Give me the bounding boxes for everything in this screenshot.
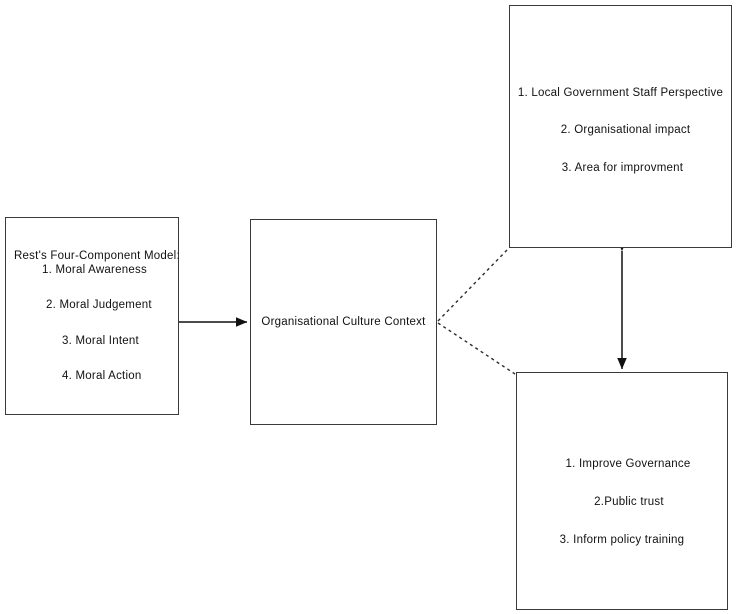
- node-rest-text: Rest's Four-Component Model: 1. Moral Aw…: [6, 250, 180, 382]
- node-culture-text: Organisational Culture Context: [251, 316, 436, 328]
- node-outcomes-text: 1. Local Government Staff Perspective 2.…: [510, 79, 731, 173]
- node-implications-line-2: 3. Inform policy training: [559, 534, 685, 547]
- node-organisational-culture-context[interactable]: Organisational Culture Context: [250, 219, 437, 425]
- node-outcomes-line-2: 3. Area for improvment: [561, 161, 684, 174]
- node-rest-line-0: Rest's Four-Component Model:: [14, 250, 180, 263]
- node-research-outcomes[interactable]: 1. Local Government Staff Perspective 2.…: [509, 5, 732, 248]
- node-rest-line-4: 4. Moral Action: [62, 369, 142, 382]
- dashed-culture-to-outcomes: [437, 248, 509, 322]
- node-implications-line-0: 1. Improve Governance: [565, 457, 691, 470]
- node-outcomes-line-1: 2. Organisational impact: [560, 124, 691, 137]
- node-rest-four-component-model[interactable]: Rest's Four-Component Model: 1. Moral Aw…: [5, 217, 180, 415]
- node-outcomes-line-0: 1. Local Government Staff Perspective: [517, 87, 724, 100]
- node-rest-line-1: 1. Moral Awareness: [42, 264, 147, 277]
- node-rest-line-3: 3. Moral Intent: [62, 334, 139, 347]
- dashed-culture-to-implications: [437, 322, 516, 375]
- node-rest-line-2: 2. Moral Judgement: [46, 299, 152, 312]
- node-implications-line-1: 2.Public trust: [594, 495, 664, 508]
- node-implications-text: 1. Improve Governance 2.Public trust 3. …: [517, 436, 727, 546]
- node-culture-line-0: Organisational Culture Context: [261, 315, 426, 328]
- node-practical-implications[interactable]: 1. Improve Governance 2.Public trust 3. …: [516, 372, 728, 610]
